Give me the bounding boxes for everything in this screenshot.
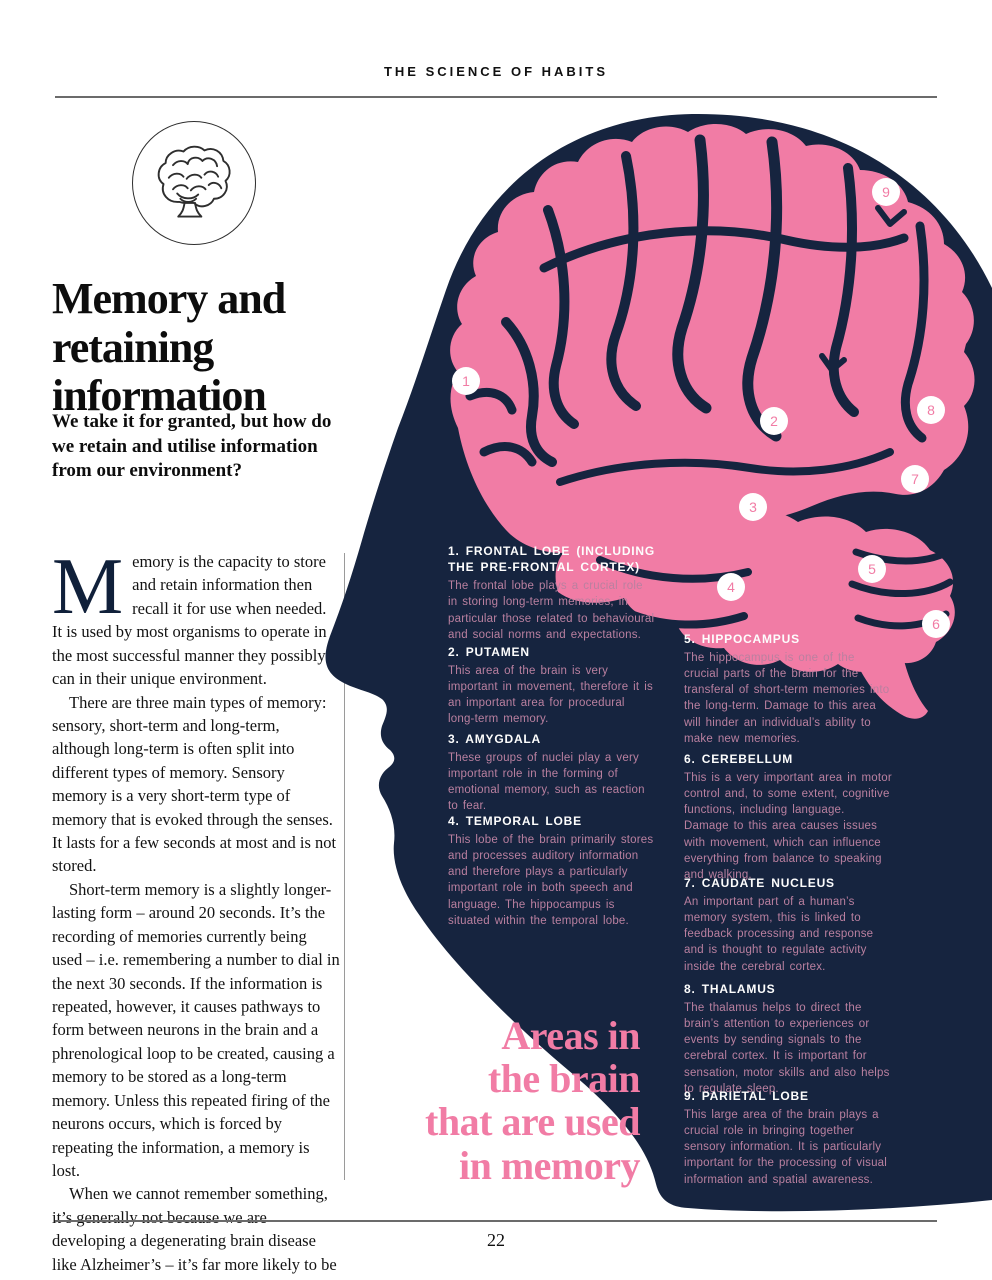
caption-line: that are used (425, 1099, 640, 1145)
annotation-body: An important part of a human’s memory sy… (684, 896, 874, 973)
marker-1: 1 (452, 367, 480, 395)
infographic-caption: Areas in the brain that are used in memo… (352, 1014, 640, 1187)
page-number: 22 (487, 1230, 505, 1250)
caption-line: in memory (458, 1142, 641, 1188)
caption-line: Areas in (501, 1013, 640, 1058)
marker-4: 4 (717, 573, 745, 601)
column-rule (344, 553, 345, 1180)
annotation-title: 2. PUTAMEN (448, 645, 530, 659)
annotation-hippocampus: 5. HIPPOCAMPUS The hippocampus is one of… (684, 631, 894, 747)
annotation-body: This large area of the brain plays a cru… (684, 1109, 888, 1186)
body-paragraph: Short-term memory is a slightly longer-l… (52, 879, 340, 1180)
masthead-rule (55, 96, 937, 98)
annotation-body: The frontal lobe plays a crucial role in… (448, 580, 655, 641)
marker-2: 2 (760, 407, 788, 435)
brain-icon (157, 145, 231, 218)
brain-badge (132, 121, 256, 245)
annotation-body: This area of the brain is very important… (448, 665, 653, 726)
annotation-body: The thalamus helps to direct the brain’s… (684, 1002, 890, 1095)
caption-line: the brain (487, 1056, 641, 1102)
marker-3: 3 (739, 493, 767, 521)
brain-stem (850, 646, 928, 719)
marker-6: 6 (922, 610, 950, 638)
annotation-thalamus: 8. THALAMUS The thalamus helps to direct… (684, 981, 894, 1097)
annotation-temporal-lobe: 4. TEMPORAL LOBE This lobe of the brain … (448, 813, 656, 929)
paragraph-text: emory is the capacity to store and retai… (52, 552, 327, 689)
annotation-title: 4. TEMPORAL LOBE (448, 814, 582, 828)
annotation-title: 6. CEREBELLUM (684, 752, 794, 766)
footer-rule (55, 1220, 937, 1222)
article-standfirst: We take it for granted, but how do we re… (52, 411, 332, 482)
article-title: Memory and retaining information (52, 274, 286, 421)
annotation-title: 1. FRONTAL LOBE (INCLUDING THE PRE-FRONT… (448, 544, 656, 575)
annotation-title: 3. AMYGDALA (448, 732, 542, 746)
body-paragraph: When we cannot remember something, it’s … (52, 1184, 337, 1280)
annotation-body: This lobe of the brain primarily stores … (448, 834, 654, 927)
marker-9: 9 (872, 178, 900, 206)
marker-7: 7 (901, 465, 929, 493)
annotation-body: The hippocampus is one of the crucial pa… (684, 652, 890, 745)
annotation-caudate-nucleus: 7. CAUDATE NUCLEUS An important part of … (684, 875, 894, 975)
brain-cerebrum (450, 123, 975, 553)
annotation-body: This is a very important area in motor c… (684, 772, 892, 881)
marker-8: 8 (917, 396, 945, 424)
annotation-parietal-lobe: 9. PARIETAL LOBE This large area of the … (684, 1088, 894, 1188)
body-paragraph: There are three main types of memory: se… (52, 692, 337, 876)
annotation-title: 9. PARIETAL LOBE (684, 1089, 809, 1103)
drop-cap: M (52, 543, 124, 631)
annotation-frontal-lobe: 1. FRONTAL LOBE (INCLUDING THE PRE-FRONT… (448, 543, 656, 643)
marker-5: 5 (858, 555, 886, 583)
masthead-title: THE SCIENCE OF HABITS (383, 64, 609, 79)
annotation-title: 5. HIPPOCAMPUS (684, 632, 800, 646)
annotation-putamen: 2. PUTAMEN This area of the brain is ver… (448, 644, 656, 728)
annotation-body: These groups of nuclei play a very impor… (448, 752, 645, 813)
annotation-amygdala: 3. AMYGDALA These groups of nuclei play … (448, 731, 656, 815)
annotation-cerebellum: 6. CEREBELLUM This is a very important a… (684, 751, 894, 883)
brain-sulci (465, 134, 954, 630)
brain-temporal-cerebellum (555, 504, 955, 672)
annotation-title: 8. THALAMUS (684, 982, 776, 996)
annotation-title: 7. CAUDATE NUCLEUS (684, 876, 835, 890)
brain (450, 123, 975, 719)
